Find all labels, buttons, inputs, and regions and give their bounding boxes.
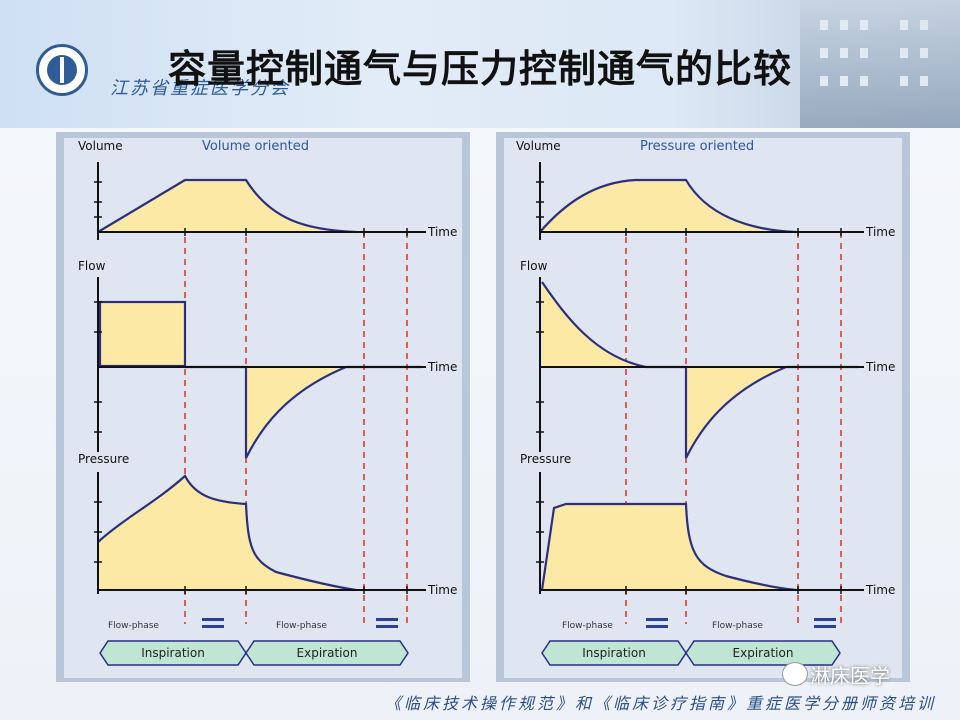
panel-subtitle: Volume oriented <box>202 139 309 154</box>
flow-phase-label: Flow-phase <box>108 621 159 631</box>
volume-time-label: Time <box>427 225 457 239</box>
flow-time-label: Time <box>865 360 895 374</box>
inspiratory-flow-area <box>542 282 646 367</box>
pressure-area <box>98 476 356 590</box>
equal-sign-icon <box>646 618 668 628</box>
flow-phase-label-2: Flow-phase <box>712 621 763 631</box>
expiration-arrow <box>245 640 409 666</box>
expiration-arrow <box>685 640 841 666</box>
wechat-icon <box>782 662 808 686</box>
pressure-time-label: Time <box>427 583 457 597</box>
pressure-area <box>542 504 796 590</box>
equal-sign-icon-2 <box>814 618 836 628</box>
inspiratory-flow-area <box>98 300 187 368</box>
inspiration-label: Inspiration <box>141 646 205 660</box>
equal-sign-icon <box>202 618 224 628</box>
flow-phase-label-2: Flow-phase <box>276 621 327 631</box>
pressure-label: Pressure <box>78 452 129 466</box>
flow-curve <box>185 365 421 459</box>
pressure-time-label: Time <box>865 583 895 597</box>
pressure-curve <box>97 474 357 592</box>
volume-label: Volume <box>78 139 123 153</box>
volume-time-label: Time <box>865 225 895 239</box>
watermark: 淋床医学 <box>810 664 890 688</box>
flow-label: Flow <box>520 259 548 273</box>
expiratory-flow-area <box>686 367 786 458</box>
volume-curve <box>97 178 357 234</box>
volume-curve <box>539 178 797 234</box>
slide-title: 容量控制通气与压力控制通气的比较 <box>167 47 792 91</box>
expiration-label: Expiration <box>733 646 794 660</box>
building-image <box>800 0 960 128</box>
equal-sign-icon-2 <box>376 618 398 628</box>
panel-pressure-oriented: Volume Pressure oriented Time Flow Time … <box>496 132 910 682</box>
panel-volume-oriented: Volume Volume oriented Time Flow Time Pr… <box>56 132 470 682</box>
flow-time-label: Time <box>427 360 457 374</box>
inspiration-label: Inspiration <box>582 646 646 660</box>
footer-text: 《临床技术操作规范》和《临床诊疗指南》重症医学分册师资培训 <box>384 694 936 713</box>
pressure-curve <box>540 502 797 592</box>
slide-header: 江苏省重症医学分会 容量控制通气与压力控制通气的比较 <box>0 0 960 128</box>
volume-label: Volume <box>516 139 561 153</box>
expiratory-flow-area <box>246 367 346 458</box>
flow-label: Flow <box>78 259 106 273</box>
pressure-label: Pressure <box>520 452 571 466</box>
panel-subtitle: Pressure oriented <box>640 139 754 154</box>
volume-area <box>98 180 356 232</box>
flow-curve <box>541 281 858 459</box>
society-logo <box>36 44 88 96</box>
flow-phase-label: Flow-phase <box>562 621 613 631</box>
expiration-label: Expiration <box>297 646 358 660</box>
org-name: 江苏省重症医学分会 <box>110 78 290 99</box>
slide-footer: 《临床技术操作规范》和《临床诊疗指南》重症医学分册师资培训 <box>0 682 960 720</box>
